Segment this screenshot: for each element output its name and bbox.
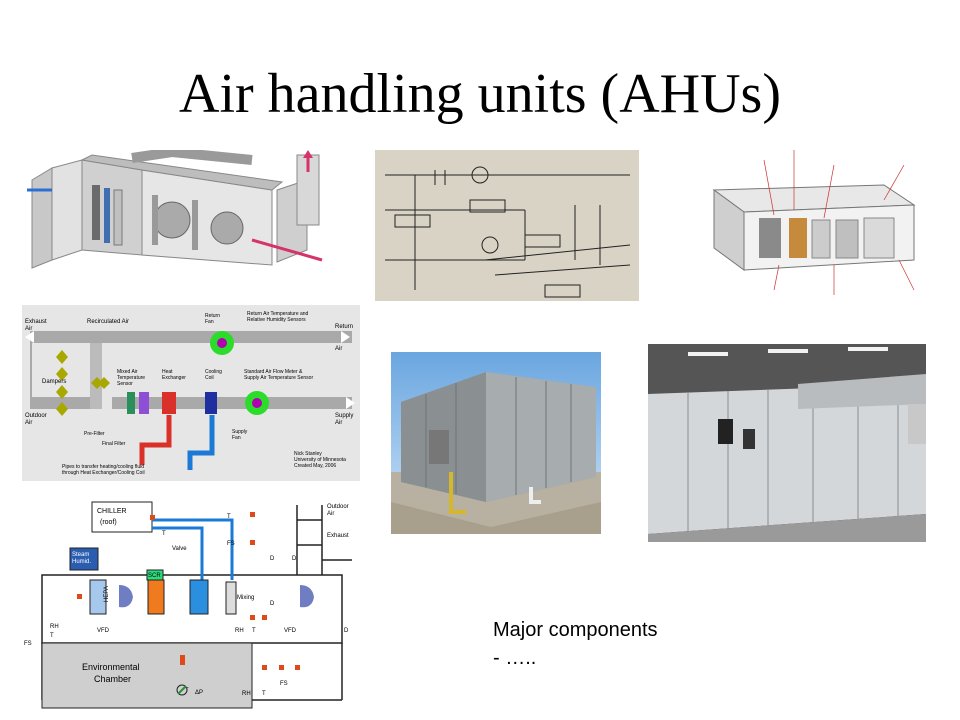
- svg-text:Valve: Valve: [172, 546, 187, 552]
- svg-text:Mixing: Mixing: [237, 595, 254, 601]
- svg-text:Sensor: Sensor: [117, 381, 133, 387]
- svg-text:Air: Air: [327, 511, 334, 517]
- svg-text:D: D: [292, 556, 297, 562]
- svg-text:Heat: Heat: [162, 369, 173, 375]
- svg-text:Standard Air Flow Meter &: Standard Air Flow Meter &: [244, 369, 303, 375]
- svg-text:RH: RH: [235, 628, 244, 634]
- svg-text:Created May, 2006: Created May, 2006: [294, 463, 336, 469]
- svg-text:D: D: [270, 601, 275, 607]
- svg-text:(roof): (roof): [100, 519, 117, 526]
- svg-text:T: T: [50, 633, 54, 639]
- caption-text: Major components - …..: [493, 616, 658, 672]
- svg-text:Final Filter: Final Filter: [102, 441, 126, 447]
- svg-text:Pre-Filter: Pre-Filter: [84, 431, 105, 437]
- slide-title: Air handling units (AHUs): [179, 63, 781, 125]
- svg-text:FS: FS: [24, 641, 32, 647]
- svg-text:ΔP: ΔP: [195, 690, 203, 696]
- ahu-cutaway-illustration: [22, 150, 340, 285]
- svg-text:Temperature: Temperature: [117, 375, 145, 381]
- svg-text:HEPA: HEPA: [104, 586, 110, 602]
- svg-text:VFD: VFD: [97, 628, 110, 634]
- svg-text:T: T: [162, 531, 166, 537]
- chiller-label: CHILLER: [97, 508, 127, 515]
- svg-text:Return Air Temperature and: Return Air Temperature and: [247, 311, 309, 317]
- svg-text:Cooling: Cooling: [205, 369, 222, 375]
- svg-text:Supply: Supply: [335, 413, 353, 419]
- svg-text:Fan: Fan: [232, 435, 241, 441]
- svg-text:Steam: Steam: [72, 552, 89, 558]
- svg-text:Air: Air: [25, 326, 32, 332]
- svg-text:through Heat Exchanger/Cooling: through Heat Exchanger/Cooling Coil: [62, 470, 145, 476]
- svg-text:Chamber: Chamber: [94, 674, 131, 684]
- rooftop-ahu-photo: [391, 352, 601, 534]
- svg-text:D: D: [270, 556, 275, 562]
- svg-text:SCR: SCR: [148, 573, 161, 579]
- svg-text:Supply Air Temperature Sensor: Supply Air Temperature Sensor: [244, 375, 313, 381]
- svg-text:Pipes to transfer heating/cool: Pipes to transfer heating/cooling fluid: [62, 464, 144, 470]
- svg-text:Air: Air: [335, 420, 342, 426]
- svg-text:VFD: VFD: [284, 628, 297, 634]
- environmental-chamber-schematic: CHILLER (roof) Steam Humid. Valve SCR HE…: [22, 500, 362, 710]
- svg-text:Mixed Air: Mixed Air: [117, 369, 138, 375]
- svg-text:T: T: [227, 514, 231, 520]
- ahu-control-schematic: [375, 150, 639, 301]
- svg-text:RH: RH: [242, 691, 251, 697]
- svg-text:T: T: [252, 628, 256, 634]
- ahu-labeled-schematic: Exhaust Air Recirculated Air Return Fan …: [22, 305, 360, 481]
- indoor-ahu-photo: [648, 344, 926, 542]
- svg-text:Environmental: Environmental: [82, 662, 140, 672]
- svg-text:Dampers: Dampers: [42, 379, 66, 385]
- svg-text:RH: RH: [50, 624, 59, 630]
- svg-text:Return: Return: [205, 313, 220, 319]
- svg-text:Outdoor: Outdoor: [25, 413, 47, 419]
- svg-text:Air: Air: [25, 420, 32, 426]
- svg-text:Outdoor: Outdoor: [327, 504, 349, 510]
- caption-line-1: Major components: [493, 619, 658, 641]
- svg-text:Coil: Coil: [205, 375, 214, 381]
- svg-text:D: D: [344, 628, 349, 634]
- svg-text:Recirculated Air: Recirculated Air: [87, 319, 129, 325]
- svg-text:Exchanger: Exchanger: [162, 375, 186, 381]
- svg-text:Return: Return: [335, 324, 353, 330]
- svg-text:Fan: Fan: [205, 319, 214, 325]
- svg-text:Supply: Supply: [232, 429, 248, 435]
- svg-text:University of Minnesota: University of Minnesota: [294, 457, 346, 463]
- svg-text:Exhaust: Exhaust: [327, 533, 349, 539]
- svg-text:FS: FS: [280, 681, 288, 687]
- svg-text:T: T: [262, 691, 266, 697]
- svg-text:Nick Stanley: Nick Stanley: [294, 451, 322, 457]
- svg-text:FS: FS: [227, 541, 235, 547]
- svg-text:Relative Humidity Sensors: Relative Humidity Sensors: [247, 317, 306, 323]
- svg-text:Humid.: Humid.: [72, 559, 91, 565]
- svg-text:Air: Air: [335, 346, 342, 352]
- caption-line-2: - …..: [493, 647, 537, 669]
- ahu-product-cutaway: [684, 140, 946, 310]
- svg-text:Exhaust: Exhaust: [25, 319, 47, 325]
